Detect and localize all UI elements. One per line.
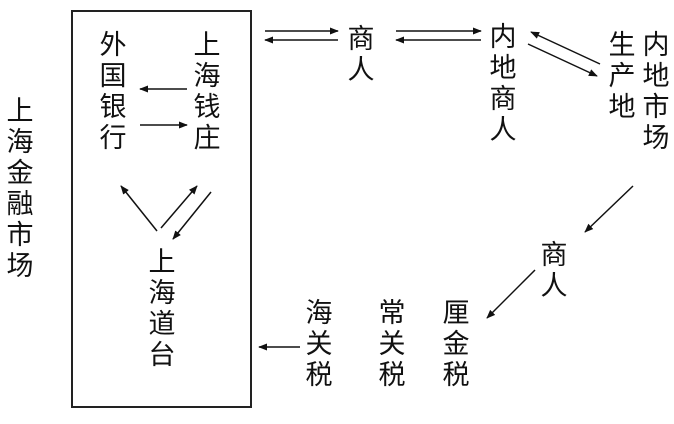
label-native-customs-duty: 常关税 — [378, 298, 406, 391]
label-customs-duty: 海关税 — [305, 298, 333, 391]
label-merchants-right: 商人 — [540, 240, 568, 302]
label-shanghai-qianzhuang: 上海钱庄 — [193, 30, 221, 154]
arrow-daotai-to-foreign-banks — [120, 185, 158, 232]
arrow-inland-merchants-to-producing — [527, 43, 598, 77]
arrow-merchants-to-taxes — [486, 269, 536, 319]
label-inland-market: 内地市场 — [642, 30, 670, 154]
arrow-qianzhuang-to-daotai — [172, 191, 212, 240]
label-lijin-tax: 厘金税 — [442, 298, 470, 391]
arrow-inland-market-to-merchants — [584, 185, 634, 233]
arrow-producing-to-inland-merchants — [530, 31, 601, 65]
label-producing-areas: 生产地 — [608, 30, 636, 123]
shanghai-market-box — [71, 10, 252, 408]
label-merchants-top: 商人 — [347, 24, 375, 86]
arrow-daotai-to-qianzhuang — [160, 185, 198, 229]
label-shanghai-financial-market: 上海金融市场 — [6, 96, 34, 282]
label-foreign-banks: 外国银行 — [99, 30, 127, 154]
label-inland-merchants: 内地商人 — [489, 22, 517, 146]
label-shanghai-daotai: 上海道台 — [148, 247, 176, 371]
